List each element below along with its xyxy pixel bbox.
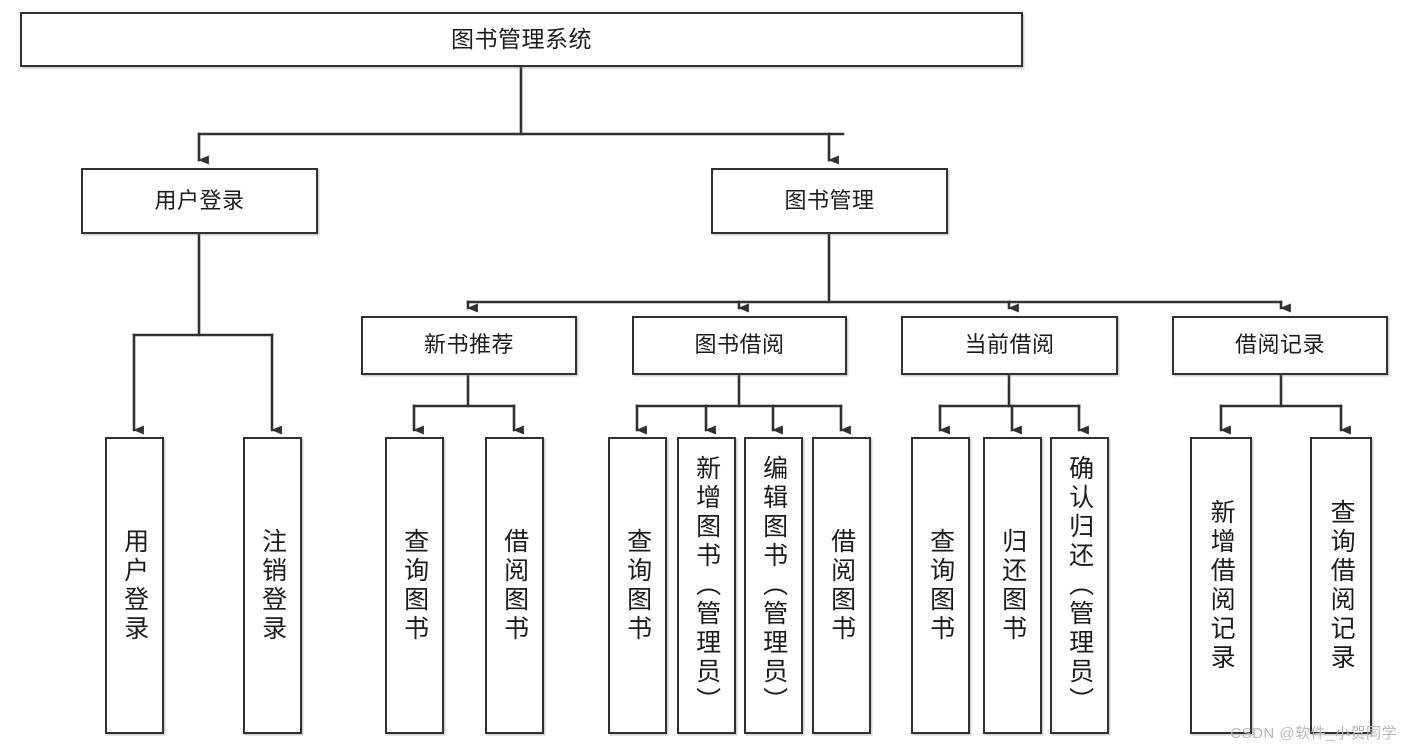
node-level3-1[interactable]: 图书借阅 [632, 316, 847, 375]
node-level2-0[interactable]: 用户登录 [81, 168, 318, 234]
node-leaf-8[interactable]: 查询图书 [911, 437, 970, 734]
node-level3-0-label: 新书推荐 [423, 332, 514, 358]
watermark: CSDN @软件_小贺同学 [1230, 725, 1397, 742]
node-leaf-11[interactable]: 新增借阅记录 [1190, 437, 1252, 734]
node-root-label: 图书管理系统 [451, 25, 592, 52]
node-leaf-8-label: 查询图书 [926, 527, 955, 644]
node-leaf-2[interactable]: 查询图书 [385, 437, 444, 734]
node-leaf-0[interactable]: 用户登录 [105, 437, 164, 734]
node-level2-0-label: 用户登录 [154, 187, 245, 213]
node-leaf-4-label: 查询图书 [623, 527, 652, 644]
node-leaf-12-label: 查询借阅记录 [1327, 498, 1356, 673]
node-level3-0[interactable]: 新书推荐 [361, 316, 577, 375]
node-level3-2[interactable]: 当前借阅 [901, 316, 1118, 375]
node-leaf-4[interactable]: 查询图书 [608, 437, 667, 734]
node-level3-3-label: 借阅记录 [1234, 332, 1325, 358]
node-leaf-10-label: 确认归还（管理员） [1065, 455, 1094, 716]
node-leaf-9[interactable]: 归还图书 [983, 437, 1042, 734]
node-leaf-6[interactable]: 编辑图书（管理员） [744, 437, 803, 734]
node-leaf-12[interactable]: 查询借阅记录 [1310, 437, 1372, 734]
node-leaf-2-label: 查询图书 [400, 527, 429, 644]
node-leaf-6-label: 编辑图书（管理员） [759, 455, 788, 716]
node-leaf-10[interactable]: 确认归还（管理员） [1050, 437, 1109, 734]
node-level2-1-label: 图书管理 [784, 187, 875, 213]
node-leaf-1[interactable]: 注销登录 [243, 437, 302, 734]
node-leaf-9-label: 归还图书 [998, 527, 1027, 644]
node-leaf-3[interactable]: 借阅图书 [485, 437, 544, 734]
node-leaf-11-label: 新增借阅记录 [1207, 498, 1236, 673]
node-level3-3[interactable]: 借阅记录 [1172, 316, 1388, 375]
node-leaf-7[interactable]: 借阅图书 [812, 437, 871, 734]
node-leaf-0-label: 用户登录 [120, 527, 149, 644]
node-root[interactable]: 图书管理系统 [20, 12, 1023, 67]
node-level3-1-label: 图书借阅 [694, 332, 785, 358]
node-leaf-5[interactable]: 新增图书（管理员） [677, 437, 736, 734]
node-leaf-7-label: 借阅图书 [827, 527, 856, 644]
node-leaf-1-label: 注销登录 [258, 527, 287, 644]
node-leaf-5-label: 新增图书（管理员） [692, 455, 721, 716]
node-level2-1[interactable]: 图书管理 [711, 168, 948, 234]
node-leaf-3-label: 借阅图书 [500, 527, 529, 644]
node-level3-2-label: 当前借阅 [964, 332, 1055, 358]
